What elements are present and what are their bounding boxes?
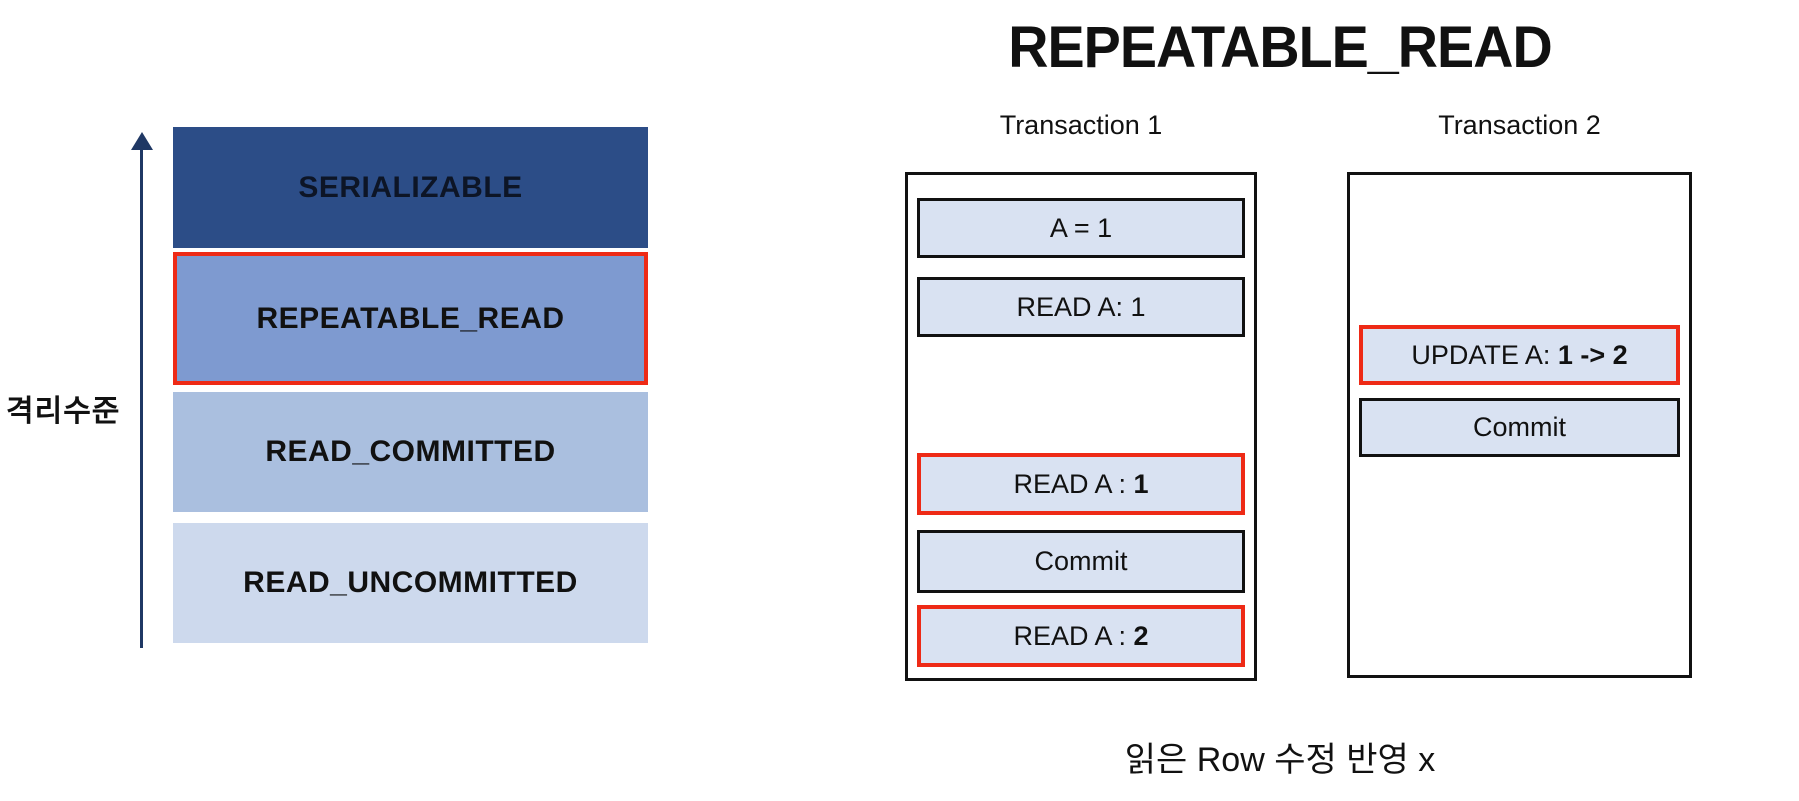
transaction-2-label: Transaction 2 bbox=[1438, 110, 1601, 140]
transaction-2-timeline-box: UPDATE A: 1 -> 2 Commit bbox=[1347, 172, 1692, 678]
isolation-level-stack: 격리수준 SERIALIZABLE REPEATABLE_READ READ_COM… bbox=[0, 0, 700, 700]
transaction-step: READ A : 1 bbox=[917, 453, 1245, 515]
step-text: READ A : bbox=[1013, 620, 1134, 651]
step-text: A = 1 bbox=[1049, 212, 1113, 243]
transaction-step: Commit bbox=[917, 530, 1245, 593]
isolation-level-label: READ_COMMITTED bbox=[265, 435, 556, 468]
transaction-step: A = 1 bbox=[917, 198, 1245, 258]
diagram-caption: 읽은 Row 수정 반영 x bbox=[1124, 741, 1436, 779]
isolation-axis-arrow-line bbox=[140, 148, 143, 648]
step-value-bold: 1 -> 2 bbox=[1557, 339, 1628, 370]
step-value-bold: 2 bbox=[1133, 620, 1149, 651]
transaction-step: READ A: 1 bbox=[917, 277, 1245, 337]
step-text: UPDATE A: bbox=[1411, 339, 1558, 370]
isolation-level-serializable: SERIALIZABLE bbox=[173, 127, 648, 248]
isolation-axis-label: 격리수준 bbox=[6, 395, 121, 428]
isolation-level-read_uncommitted: READ_UNCOMMITTED bbox=[173, 523, 648, 643]
transaction-1-label: Transaction 1 bbox=[999, 110, 1163, 140]
isolation-level-label: SERIALIZABLE bbox=[298, 170, 523, 204]
step-text: Commit bbox=[1473, 412, 1566, 442]
step-text: Commit bbox=[1034, 546, 1128, 576]
transaction-step: UPDATE A: 1 -> 2 bbox=[1359, 325, 1680, 385]
step-value-bold: 1 bbox=[1133, 468, 1149, 499]
step-text: READ A : bbox=[1013, 468, 1134, 499]
isolation-level-repeatable_read: REPEATABLE_READ bbox=[173, 252, 648, 385]
page-title: REPEATABLE_READ bbox=[1008, 15, 1552, 80]
transaction-step: READ A : 2 bbox=[917, 605, 1245, 667]
isolation-axis-arrow-head-icon bbox=[130, 132, 153, 150]
transaction-step: Commit bbox=[1359, 398, 1680, 457]
step-text: READ A: 1 bbox=[1016, 291, 1146, 322]
isolation-level-read_committed: READ_COMMITTED bbox=[173, 392, 648, 512]
isolation-level-label: READ_UNCOMMITTED bbox=[243, 566, 578, 599]
isolation-level-label: REPEATABLE_READ bbox=[256, 301, 565, 335]
